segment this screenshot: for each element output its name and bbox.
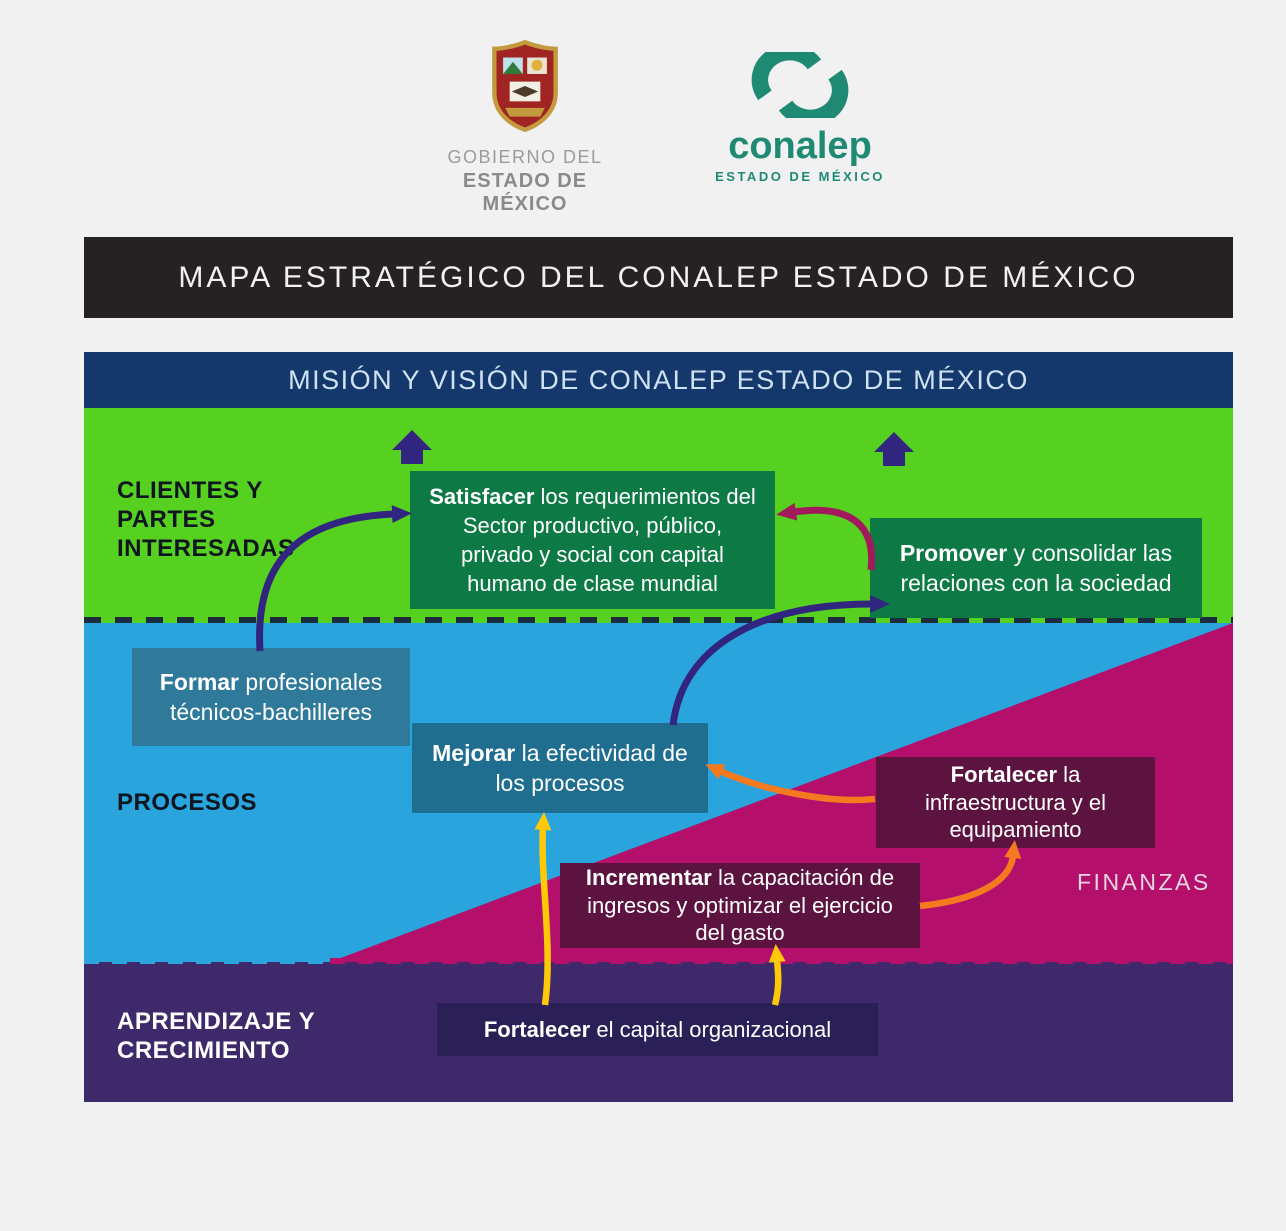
mission-vision-banner: MISIÓN Y VISIÓN DE CONALEP ESTADO DE MÉX… — [84, 352, 1233, 408]
objective-mejorar: Mejorar la efectividad de los procesos — [412, 723, 708, 813]
objective-promover: Promover y consolidar las relaciones con… — [870, 518, 1202, 618]
gobierno-logo-line1: GOBIERNO DEL — [447, 147, 603, 167]
gobierno-logo: GOBIERNO DEL ESTADO DE MÉXICO — [430, 39, 620, 216]
clientes-section-label: CLIENTES Y PARTES INTERESADAS — [117, 477, 295, 562]
conalep-logo: conalep ESTADO DE MÉXICO — [700, 43, 900, 184]
clientes-procesos-dashed-divider — [84, 617, 1233, 623]
conalep-wordmark: conalep — [728, 125, 872, 167]
objective-formar: Formar profesionales técnicos-bachillere… — [132, 648, 410, 746]
conalep-swirl-icon — [750, 43, 850, 127]
objective-satisfacer: Satisfacer los requerimientos del Sector… — [410, 471, 775, 609]
objective-incrementar: Incrementar la capacitación de ingresos … — [560, 863, 920, 948]
aprendizaje-section-label: APRENDIZAJE Y CRECIMIENTO — [117, 1008, 316, 1064]
main-title: MAPA ESTRATÉGICO DEL CONALEP ESTADO DE M… — [178, 260, 1139, 294]
objective-fortalecer-infraestructura: Fortalecer la infraestructura y el equip… — [876, 757, 1155, 848]
procesos-aprendizaje-dashed-divider-blue — [84, 958, 330, 964]
mission-vision-title: MISIÓN Y VISIÓN DE CONALEP ESTADO DE MÉX… — [288, 364, 1029, 395]
finanzas-section-label: FINANZAS — [1077, 869, 1211, 895]
gobierno-logo-line2: ESTADO DE MÉXICO — [462, 170, 588, 215]
main-title-banner: MAPA ESTRATÉGICO DEL CONALEP ESTADO DE M… — [84, 237, 1233, 318]
estado-de-mexico-crest-icon — [488, 39, 562, 136]
conalep-subtitle: ESTADO DE MÉXICO — [715, 169, 885, 184]
procesos-aprendizaje-dashed-divider-magenta — [330, 958, 1233, 964]
objective-fortalecer-capital: Fortalecer el capital organizacional — [437, 1003, 878, 1056]
procesos-section-label: PROCESOS — [117, 789, 258, 816]
